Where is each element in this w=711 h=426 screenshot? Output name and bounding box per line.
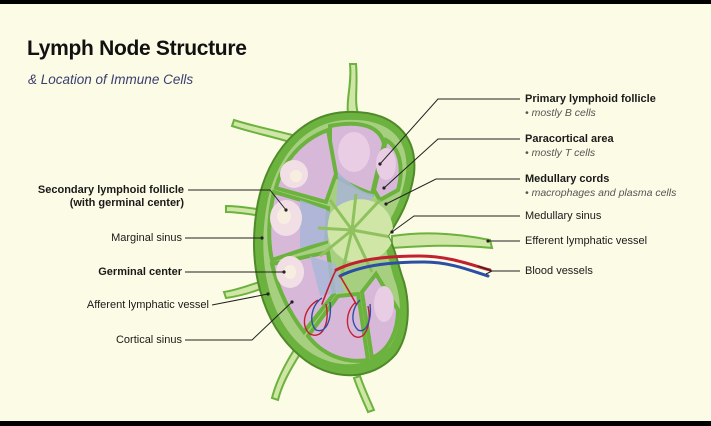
lobule-6 — [305, 291, 371, 363]
note-primary-follicle: • mostly B cells — [525, 107, 596, 119]
label-secondary-follicle: Secondary lymphoid follicle (with germin… — [20, 184, 184, 210]
label-efferent-vessel: Efferent lymphatic vessel — [525, 235, 648, 247]
note-paracortical-area: • mostly T cells — [525, 147, 596, 159]
follicles — [270, 132, 396, 322]
primary-follicle-2 — [376, 148, 396, 180]
blood-vessels — [321, 254, 492, 305]
label-paracortical-area: Paracortical area — [525, 133, 614, 145]
note-medullary-cords: • macrophages and plasma cells — [525, 187, 677, 199]
medullary-cords — [317, 193, 397, 275]
germinal-center-2 — [284, 265, 296, 279]
label-afferent-vessel: Afferent lymphatic vessel — [86, 299, 209, 311]
afferent-vessel-top — [346, 63, 360, 115]
capillary-loops — [303, 297, 372, 338]
label-blood-vessels: Blood vessels — [525, 265, 593, 277]
germinal-center-3 — [290, 170, 302, 182]
label-germinal-center: Germinal center — [98, 266, 182, 278]
leader-endpoints — [260, 162, 490, 304]
afferent-vessel-bottom-left — [270, 348, 302, 402]
label-medullary-sinus: Medullary sinus — [525, 210, 602, 222]
leader-lines — [185, 98, 520, 341]
primary-follicle-3 — [374, 286, 394, 322]
germinal-center-1 — [277, 208, 291, 224]
efferent-vessel — [391, 232, 494, 250]
primary-follicle-1 — [338, 132, 370, 172]
afferent-vessel-bottom — [352, 374, 376, 414]
label-secondary-follicle-line2: (with germinal center) — [69, 197, 184, 209]
lymph-node-illustration — [185, 63, 520, 414]
afferent-vessel-mid-left — [225, 204, 266, 218]
label-primary-follicle: Primary lymphoid follicle — [525, 93, 656, 105]
page-title: Lymph Node Structure — [27, 37, 247, 60]
lymphatic-vessel-stalks — [222, 63, 494, 414]
afferent-vessel-upper-left — [230, 118, 298, 144]
label-marginal-sinus: Marginal sinus — [111, 232, 182, 244]
page-subtitle: & Location of Immune Cells — [28, 72, 194, 87]
diagram-card: Lymph Node Structure & Location of Immun… — [0, 4, 711, 421]
label-cortical-sinus: Cortical sinus — [115, 334, 182, 346]
label-secondary-follicle-line1: Secondary lymphoid follicle — [37, 184, 184, 196]
label-medullary-cords: Medullary cords — [525, 173, 610, 185]
